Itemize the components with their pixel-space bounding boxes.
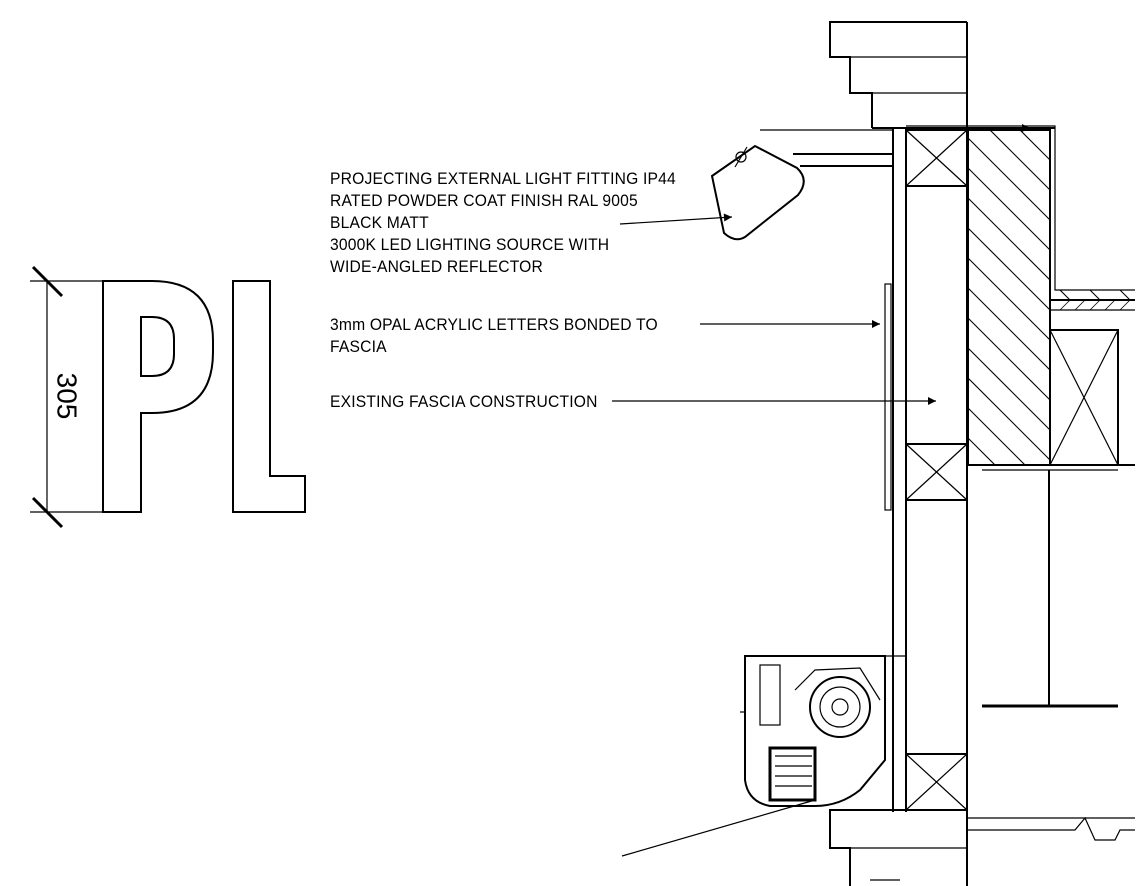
light-fitting-note-line: BLACK MATT xyxy=(330,213,429,232)
leader-light-fitting xyxy=(619,213,733,225)
dimension-text: 305 xyxy=(51,372,83,420)
light-fitting-note-line: RATED POWDER COAT FINISH RAL 9005 xyxy=(330,191,638,210)
top-flashing xyxy=(906,124,1135,291)
acrylic-letters-note: 3mm OPAL ACRYLIC LETTERS BONDED TO FASCI… xyxy=(330,314,658,358)
dimension-line xyxy=(30,265,103,529)
acrylic-letters-note-line: 3mm OPAL ACRYLIC LETTERS BONDED TO xyxy=(330,315,658,334)
timber-batten-mid xyxy=(905,443,968,501)
acrylic-letter-plate xyxy=(884,283,892,511)
hatched-beam xyxy=(967,129,1135,466)
light-fitting-note-line: PROJECTING EXTERNAL LIGHT FITTING IP44 xyxy=(330,169,676,188)
acrylic-letters-note-line: FASCIA xyxy=(330,337,387,356)
fascia-note: EXISTING FASCIA CONSTRUCTION xyxy=(330,392,598,411)
light-fitting xyxy=(710,144,893,241)
timber-batten-top xyxy=(905,129,968,187)
letter-l-outline xyxy=(232,280,306,513)
light-fitting-note-line: 3000K LED LIGHTING SOURCE WITH xyxy=(330,235,610,254)
roller-shutter-box xyxy=(740,655,905,807)
light-fitting-note-line: WIDE-ANGLED REFLECTOR xyxy=(330,257,544,276)
light-fitting-note: PROJECTING EXTERNAL LIGHT FITTING IP44 R… xyxy=(330,168,676,278)
brick-lower xyxy=(829,809,967,886)
timber-batten-bottom xyxy=(905,753,968,811)
roof-joist xyxy=(967,299,1135,471)
brick-corbel-top xyxy=(829,21,967,128)
leader-shutter xyxy=(621,799,816,857)
lower-deck xyxy=(967,816,1135,841)
letter-p-outline xyxy=(102,280,214,513)
steel-beam xyxy=(982,470,1118,708)
